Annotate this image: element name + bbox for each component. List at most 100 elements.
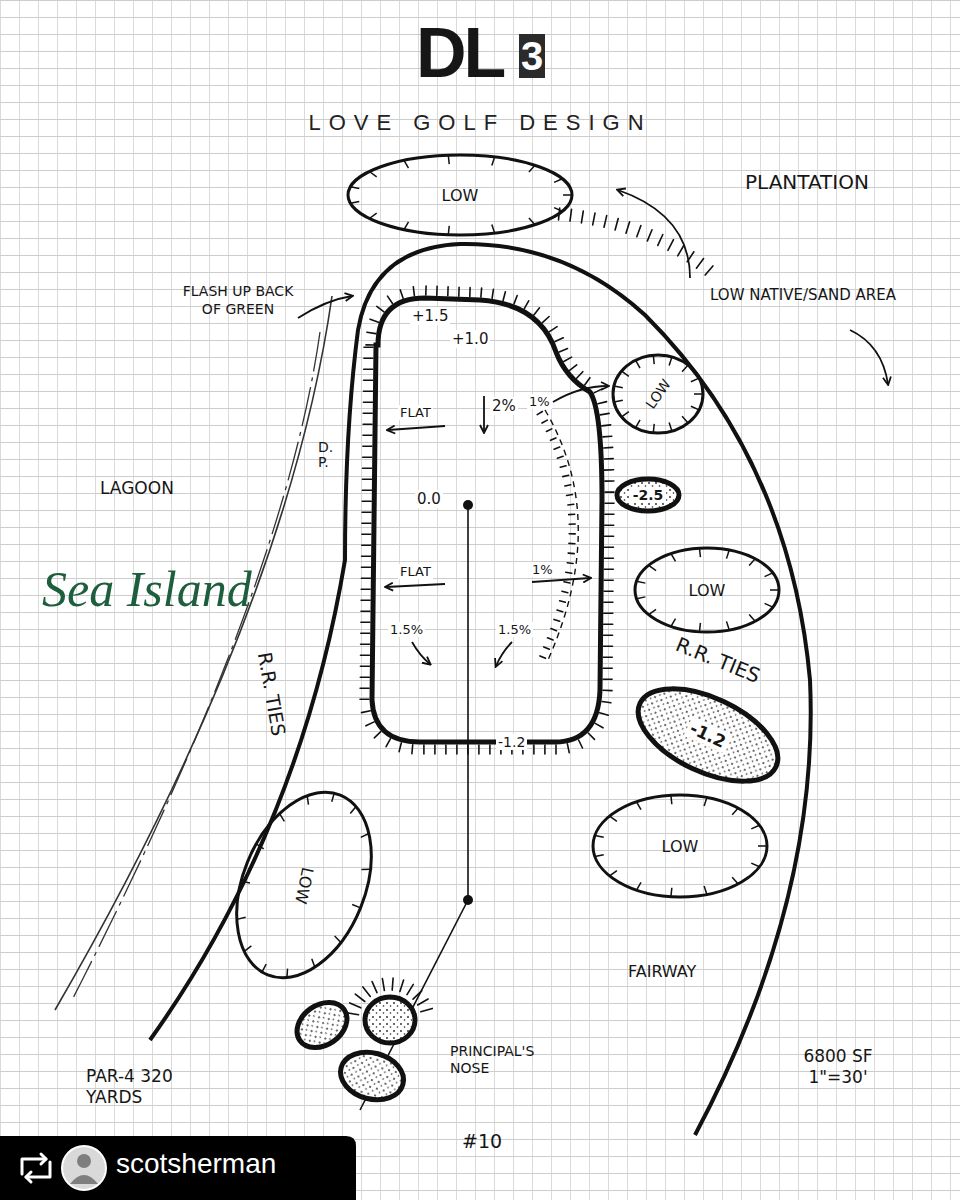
bunker-outline — [617, 479, 679, 511]
low-area-outline — [613, 355, 703, 433]
hatch-tick — [569, 513, 575, 515]
hatch-tick — [241, 880, 250, 885]
hatch-tick — [364, 357, 373, 359]
hatch-tick — [447, 287, 449, 296]
hatch-tick — [647, 230, 652, 241]
hatch-tick — [732, 808, 738, 815]
hatch-tick — [533, 745, 535, 754]
leader-arrow — [618, 190, 690, 278]
hatch-tick — [726, 621, 729, 630]
hatch-tick — [568, 552, 574, 554]
slope-arrows — [298, 190, 888, 666]
hatch-tick — [560, 466, 566, 468]
hatch-tick — [691, 378, 699, 382]
hatch-tick — [557, 456, 563, 458]
hatch-tick — [649, 565, 656, 570]
hatch-tick — [622, 412, 629, 417]
hatch-tick — [604, 216, 607, 228]
hatch-tick — [362, 555, 371, 557]
hatch-tick — [445, 745, 447, 754]
hatch-tick — [362, 566, 371, 568]
hatch-tick — [492, 157, 495, 166]
hatch-tick — [355, 994, 365, 1001]
hatch-tick — [363, 445, 372, 447]
hatch-tick — [557, 610, 563, 612]
hatch-tick — [569, 543, 575, 545]
hatch-tick — [529, 218, 535, 225]
low-area-outline — [211, 772, 397, 998]
low-area-outline — [348, 155, 572, 235]
hatch-tick — [369, 171, 376, 176]
hatch-tick — [751, 825, 759, 829]
slope-label-wrap: FLAT — [398, 562, 433, 580]
hatch-tick — [362, 522, 371, 524]
hatch-tick — [284, 969, 290, 978]
hatch-tick — [699, 623, 701, 632]
low-area: LOW — [632, 545, 782, 635]
hatch-tick — [569, 533, 575, 535]
hatch-tick — [705, 266, 713, 275]
hatch-tick — [448, 226, 450, 235]
slope-arrow — [532, 578, 590, 582]
hatch-tick — [579, 740, 583, 748]
hatch-tick — [413, 287, 414, 296]
pot-bunker — [335, 1046, 409, 1107]
hatch-tick — [765, 603, 773, 607]
hatch-tick — [605, 524, 614, 526]
hatch-tick — [369, 213, 376, 218]
pin-dot — [463, 895, 473, 905]
area-label-wrap: FAIRWAY — [628, 962, 696, 981]
title: LOVE GOLF DESIGN — [308, 110, 651, 136]
slope-label: 2% — [490, 397, 518, 415]
slope-label-wrap: 1.5% — [388, 620, 425, 638]
hatch-tick — [524, 301, 528, 309]
hatch-tick — [418, 999, 428, 1005]
hatch-tick — [726, 550, 729, 559]
hatch-tick — [605, 535, 614, 537]
hatch-tick — [605, 491, 614, 493]
hatch-tick — [605, 513, 614, 515]
hatch-tick — [669, 357, 672, 366]
hatch-tick — [304, 796, 311, 805]
hatch-tick — [595, 855, 604, 857]
hatch-tick — [653, 355, 655, 364]
hatch-tick — [374, 732, 381, 738]
hatch-tick — [604, 623, 613, 625]
hatch-tick — [614, 386, 623, 388]
slope-arrow — [496, 642, 512, 666]
elevation-wrap: +1.0 — [450, 330, 490, 348]
leader-arrow — [298, 296, 352, 318]
edge-label: R.R. TIES — [254, 650, 290, 737]
hatch-tick — [603, 667, 612, 669]
hatch-tick — [604, 645, 613, 647]
hatch-tick — [554, 447, 560, 449]
hatch-tick — [363, 401, 372, 403]
low-area: LOW — [610, 352, 706, 436]
hatch-tick — [658, 235, 663, 246]
slope-label-wrap: 1.5% — [496, 620, 533, 638]
hatch-tick — [362, 533, 371, 535]
avatar-head — [77, 1154, 91, 1168]
hatch-tick — [386, 739, 390, 747]
hatch-tick — [610, 816, 617, 821]
hatch-tick — [567, 744, 569, 753]
feature-label: PRINCIPAL'S NOSE — [450, 1043, 560, 1077]
slope-arrow — [553, 386, 608, 402]
hatch-tick — [364, 390, 373, 392]
repost-arrow — [26, 1172, 31, 1182]
leader-arrow — [850, 330, 888, 384]
hatch-tick — [678, 246, 684, 256]
slope-arrow — [412, 642, 430, 664]
slope-label: 1% — [527, 394, 552, 409]
hatch-tick — [262, 964, 266, 973]
hatch-tick — [551, 629, 557, 631]
hatch-tick — [594, 389, 602, 393]
hatch-tick — [361, 588, 370, 590]
hatch-tick — [560, 601, 566, 603]
hatch-tick — [614, 400, 623, 402]
hatch-tick — [363, 423, 372, 425]
native-area-edge — [560, 205, 720, 268]
logo-text-wrap: DL — [416, 18, 503, 88]
hatch-tick — [565, 485, 571, 486]
hatch-tick — [562, 591, 568, 592]
